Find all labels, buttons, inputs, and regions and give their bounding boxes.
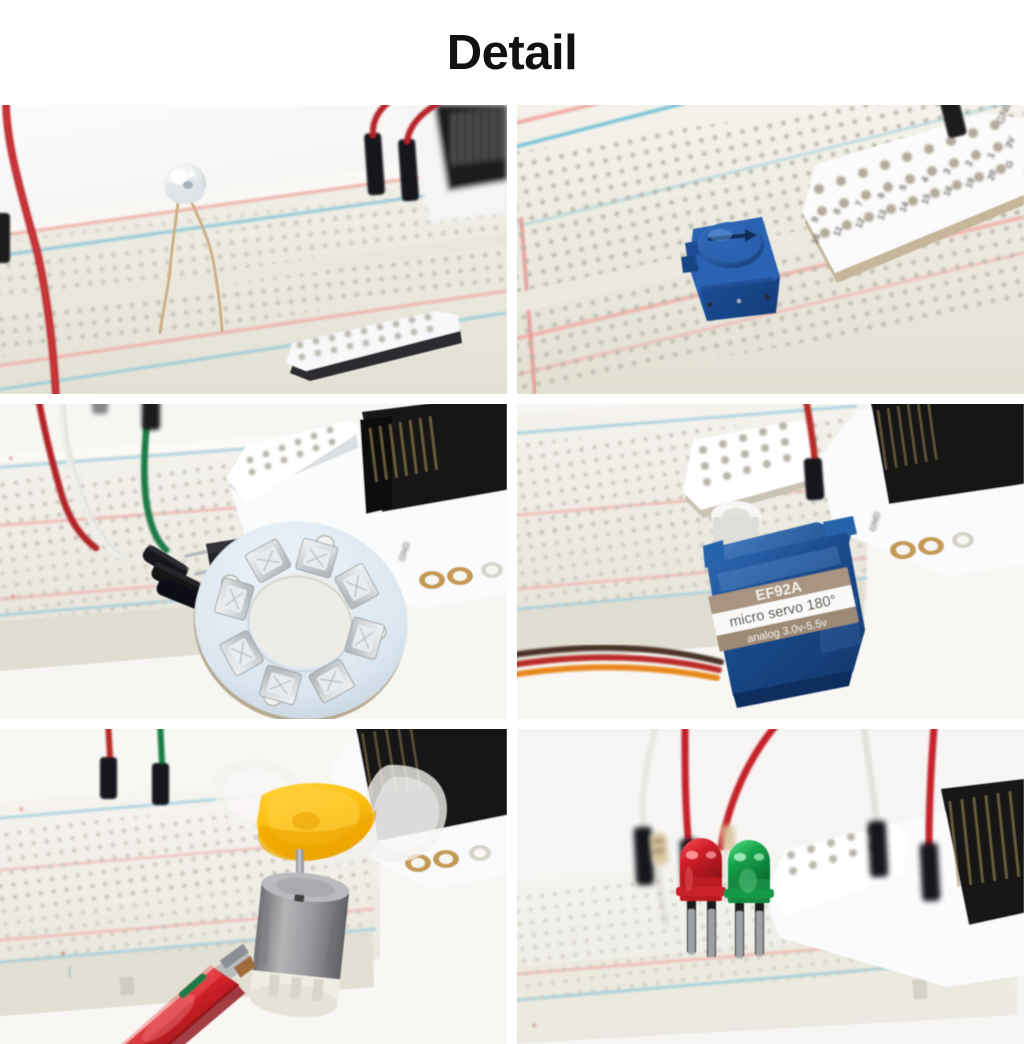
page-title: Detail — [446, 26, 578, 80]
svg-text:19: 19 — [964, 176, 978, 190]
led-pair-illustration: + — [517, 729, 1024, 1044]
potentiometer-illustration: 16 9 11 8 12 7 13 6 14 5 15 4 16 3 — [517, 105, 1024, 394]
svg-text:9: 9 — [810, 215, 822, 224]
svg-text:12: 12 — [854, 216, 868, 230]
svg-text:5: 5 — [898, 183, 910, 193]
svg-text:15: 15 — [920, 192, 934, 206]
svg-text:+: + — [18, 804, 24, 816]
photo-cell-neopixel-ring[interactable]: Eight-LED NeoPixel RGB ring board connec… — [0, 404, 507, 719]
svg-text:20: 20 — [986, 168, 1000, 182]
svg-text:+: + — [60, 948, 66, 960]
svg-text:3V: 3V — [1004, 135, 1019, 150]
svg-text:7: 7 — [854, 199, 866, 208]
svg-text:16: 16 — [942, 184, 956, 198]
photo-cell-potentiometer[interactable]: Blue trimmer potentiometer with an arrow… — [517, 105, 1024, 394]
svg-text:14: 14 — [898, 200, 912, 214]
title-bar: Detail — [0, 0, 1024, 105]
svg-text:|: | — [68, 964, 71, 978]
svg-text:+: + — [8, 454, 14, 465]
svg-text:3: 3 — [942, 167, 954, 176]
svg-text:6: 6 — [876, 191, 888, 200]
svg-text:11: 11 — [832, 224, 846, 238]
svg-text:1: 1 — [986, 151, 998, 161]
svg-text:+: + — [531, 1020, 537, 1032]
svg-text:G: G — [1004, 159, 1017, 170]
photo-cell-micro-servo[interactable]: Blue plastic 9g micro servo lying on a w… — [517, 404, 1024, 719]
svg-text:4: 4 — [920, 175, 932, 185]
photo-cell-dc-motor[interactable]: Small silver DC motor with a yellow hub … — [0, 729, 507, 1044]
neopixel-ring-illustration: ++ — [0, 404, 507, 719]
light-sensor-illustration — [0, 105, 507, 394]
micro-servo-illustration: GND — [517, 404, 1024, 719]
svg-text:+: + — [10, 592, 16, 603]
photo-cell-light-sensor[interactable]: Clear light-dependent resistor (LDR) wit… — [0, 105, 507, 394]
photo-gallery-grid: Clear light-dependent resistor (LDR) wit… — [0, 105, 1024, 1044]
svg-text:16: 16 — [810, 232, 824, 246]
dc-motor-illustration: + + | — [0, 729, 507, 1044]
svg-text:8: 8 — [832, 207, 844, 216]
svg-text:2: 2 — [964, 159, 976, 168]
svg-text:13: 13 — [876, 208, 890, 222]
photo-cell-leds[interactable]: A red 5 mm LED and a green 5 mm LED stan… — [517, 729, 1024, 1044]
